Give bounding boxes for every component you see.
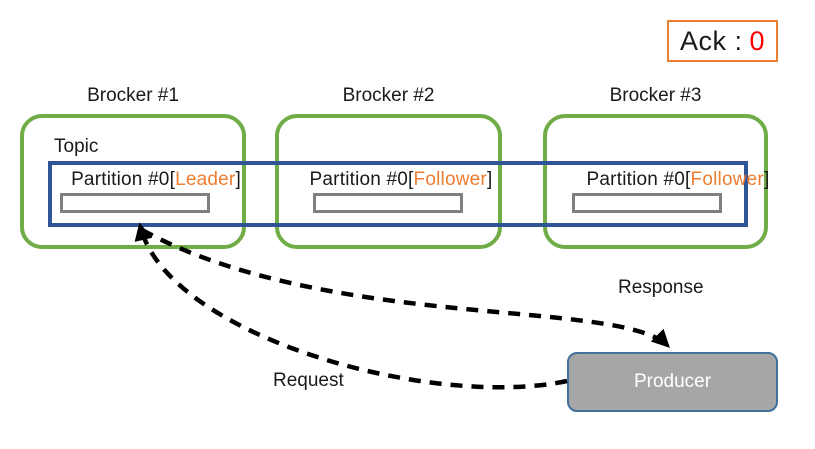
- request-label: Request: [273, 370, 344, 391]
- partition-2-role: Follower: [413, 169, 487, 190]
- partition-2-prefix: Partition #0[: [309, 169, 414, 190]
- broker-1-box: [20, 114, 246, 249]
- broker-3-label: Brocker #3: [609, 85, 702, 106]
- partition-3-suffix: ]: [763, 169, 770, 190]
- broker-1-label: Brocker #1: [87, 85, 179, 106]
- ack-label: Ack :: [679, 25, 743, 56]
- partition-3-prefix: Partition #0[: [586, 169, 691, 190]
- partition-2-slot: [313, 193, 463, 213]
- partition-2-suffix: ]: [486, 169, 493, 190]
- ack-value: 0: [749, 25, 766, 56]
- partition-2-label: Partition #0[Follower]: [301, 169, 501, 191]
- topic-label: Topic: [54, 136, 99, 157]
- response-label: Response: [618, 277, 704, 298]
- producer-label: Producer: [633, 371, 712, 392]
- request-arrow: [134, 222, 568, 390]
- producer-box: Producer: [567, 352, 778, 412]
- partition-3-role: Follower: [690, 169, 764, 190]
- partition-1-label: Partition #0[Leader]: [56, 169, 256, 191]
- ack-box: Ack : 0: [667, 20, 778, 62]
- broker-2-label: Brocker #2: [342, 85, 435, 106]
- partition-1-suffix: ]: [235, 169, 241, 190]
- partition-1-prefix: Partition #0[: [71, 169, 176, 190]
- partition-1-role: Leader: [175, 169, 236, 190]
- partition-1-slot: [60, 193, 210, 213]
- partition-3-label: Partition #0[Follower]: [578, 169, 778, 191]
- partition-3-slot: [572, 193, 722, 213]
